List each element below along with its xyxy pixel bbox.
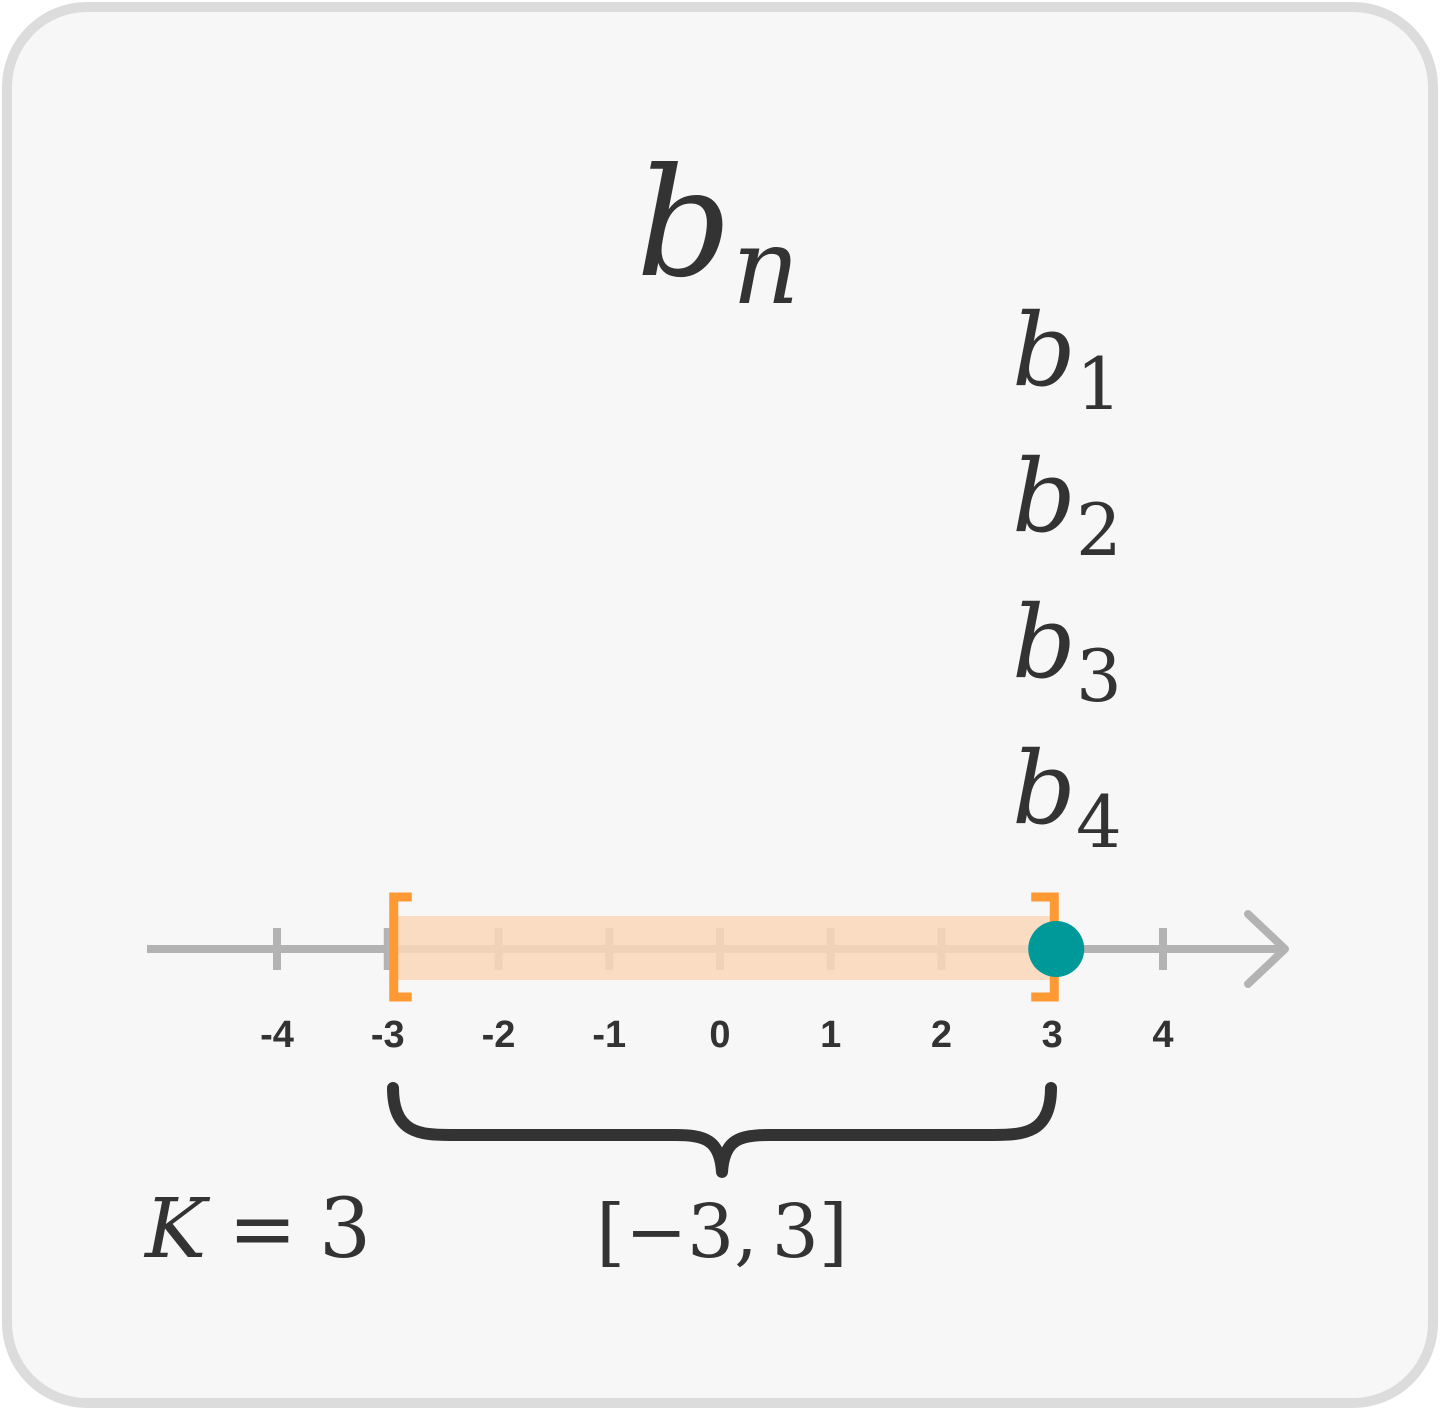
term-b3: b3 (1012, 584, 1122, 718)
interval-label: [−3,3] (596, 1189, 847, 1275)
tick-label: 0 (709, 1014, 730, 1056)
tick-label: 2 (931, 1014, 952, 1056)
term-b2: b2 (1012, 438, 1122, 572)
tick-label: -4 (260, 1014, 294, 1056)
left-bracket (389, 892, 412, 1002)
tick-label: 4 (1152, 1014, 1173, 1056)
tick-label: -2 (482, 1014, 516, 1056)
sequence-label: bn (636, 137, 800, 328)
number-line: -4 -3 -2 -1 0 1 2 3 4 (147, 892, 1289, 1056)
interval-shading (393, 916, 1053, 980)
tick-label: 1 (820, 1014, 841, 1056)
term-b4: b4 (1012, 730, 1122, 864)
sequence-terms: b1 b2 b3 b4 (1012, 292, 1122, 864)
term-b1: b1 (1012, 292, 1122, 426)
tick-label: -1 (592, 1014, 626, 1056)
tick-label: -3 (371, 1014, 405, 1056)
bound-label: K=3 (143, 1182, 371, 1277)
interval-brace (387, 1082, 1057, 1178)
axis-arrow-icon (1244, 910, 1289, 988)
tick-label: 3 (1042, 1014, 1063, 1056)
sequence-point (1028, 921, 1085, 977)
